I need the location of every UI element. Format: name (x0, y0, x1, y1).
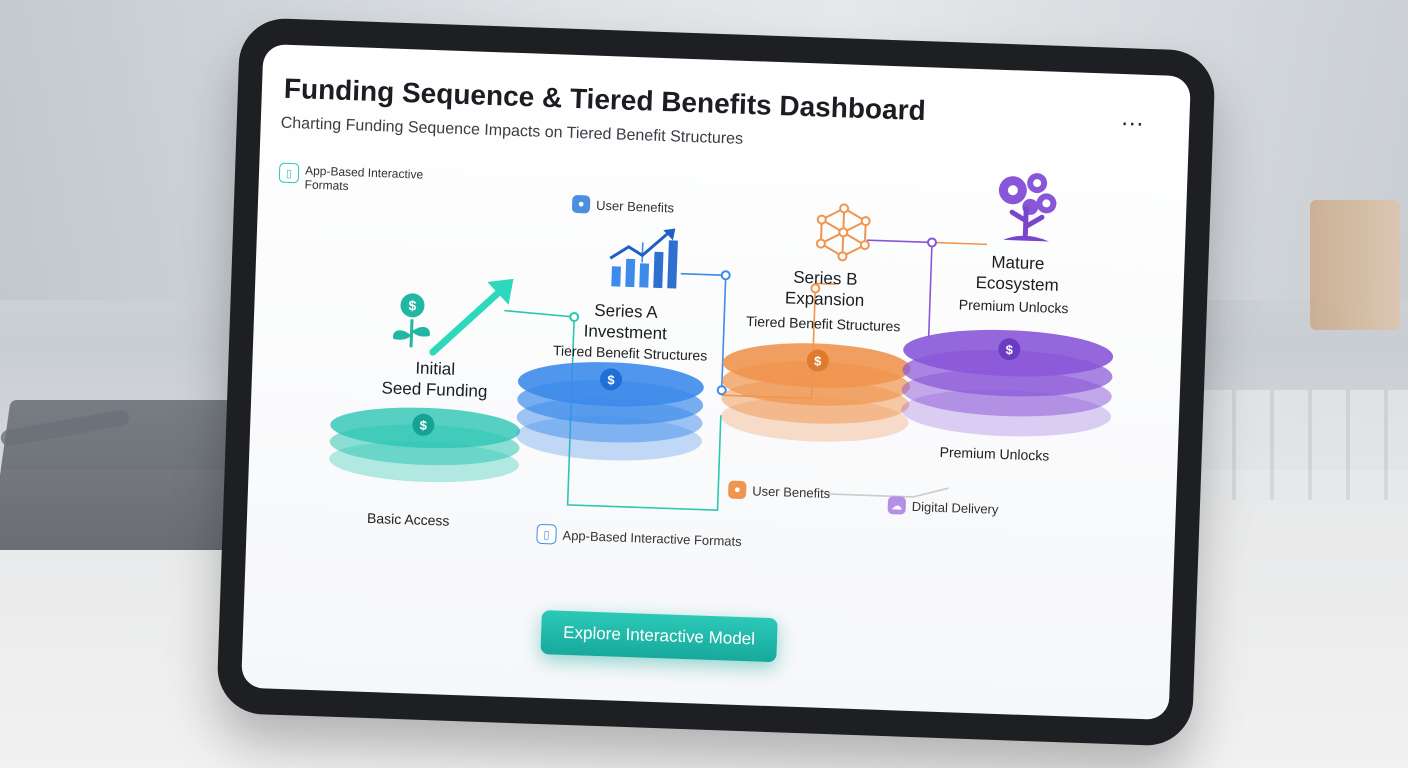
svg-text:$: $ (408, 297, 417, 313)
explore-interactive-model-button[interactable]: Explore Interactive Model (540, 610, 777, 662)
user-icon: ● (728, 480, 747, 499)
cloud-icon: ☁ (887, 496, 906, 515)
app-formats-top-chip: ▯ App-Based Interactive Formats (278, 163, 423, 196)
stage-series-a-label: Series A Investment (583, 299, 668, 344)
network-icon (812, 201, 874, 268)
digital-delivery-chip: ☁ Digital Delivery (887, 496, 998, 518)
growth-chart-icon (605, 224, 687, 298)
stage-mature-label: Mature Ecosystem (975, 251, 1060, 296)
user-benefits-bottom-chip: ● User Benefits (728, 480, 831, 502)
gear-tree-icon (989, 167, 1068, 255)
growth-arrow-icon (422, 270, 525, 368)
dashboard-screen: Funding Sequence & Tiered Benefits Dashb… (241, 44, 1191, 720)
user-benefits-top-chip: ● User Benefits (572, 195, 675, 217)
tablet-device: Funding Sequence & Tiered Benefits Dashb… (216, 17, 1216, 747)
background-cup (1310, 200, 1400, 330)
phone-icon: ▯ (279, 163, 300, 184)
basic-access-label: Basic Access (367, 510, 450, 529)
user-icon: ● (572, 195, 591, 214)
phone-icon: ▯ (536, 524, 557, 545)
stage-series-b-label: Series B Expansion (785, 266, 866, 311)
